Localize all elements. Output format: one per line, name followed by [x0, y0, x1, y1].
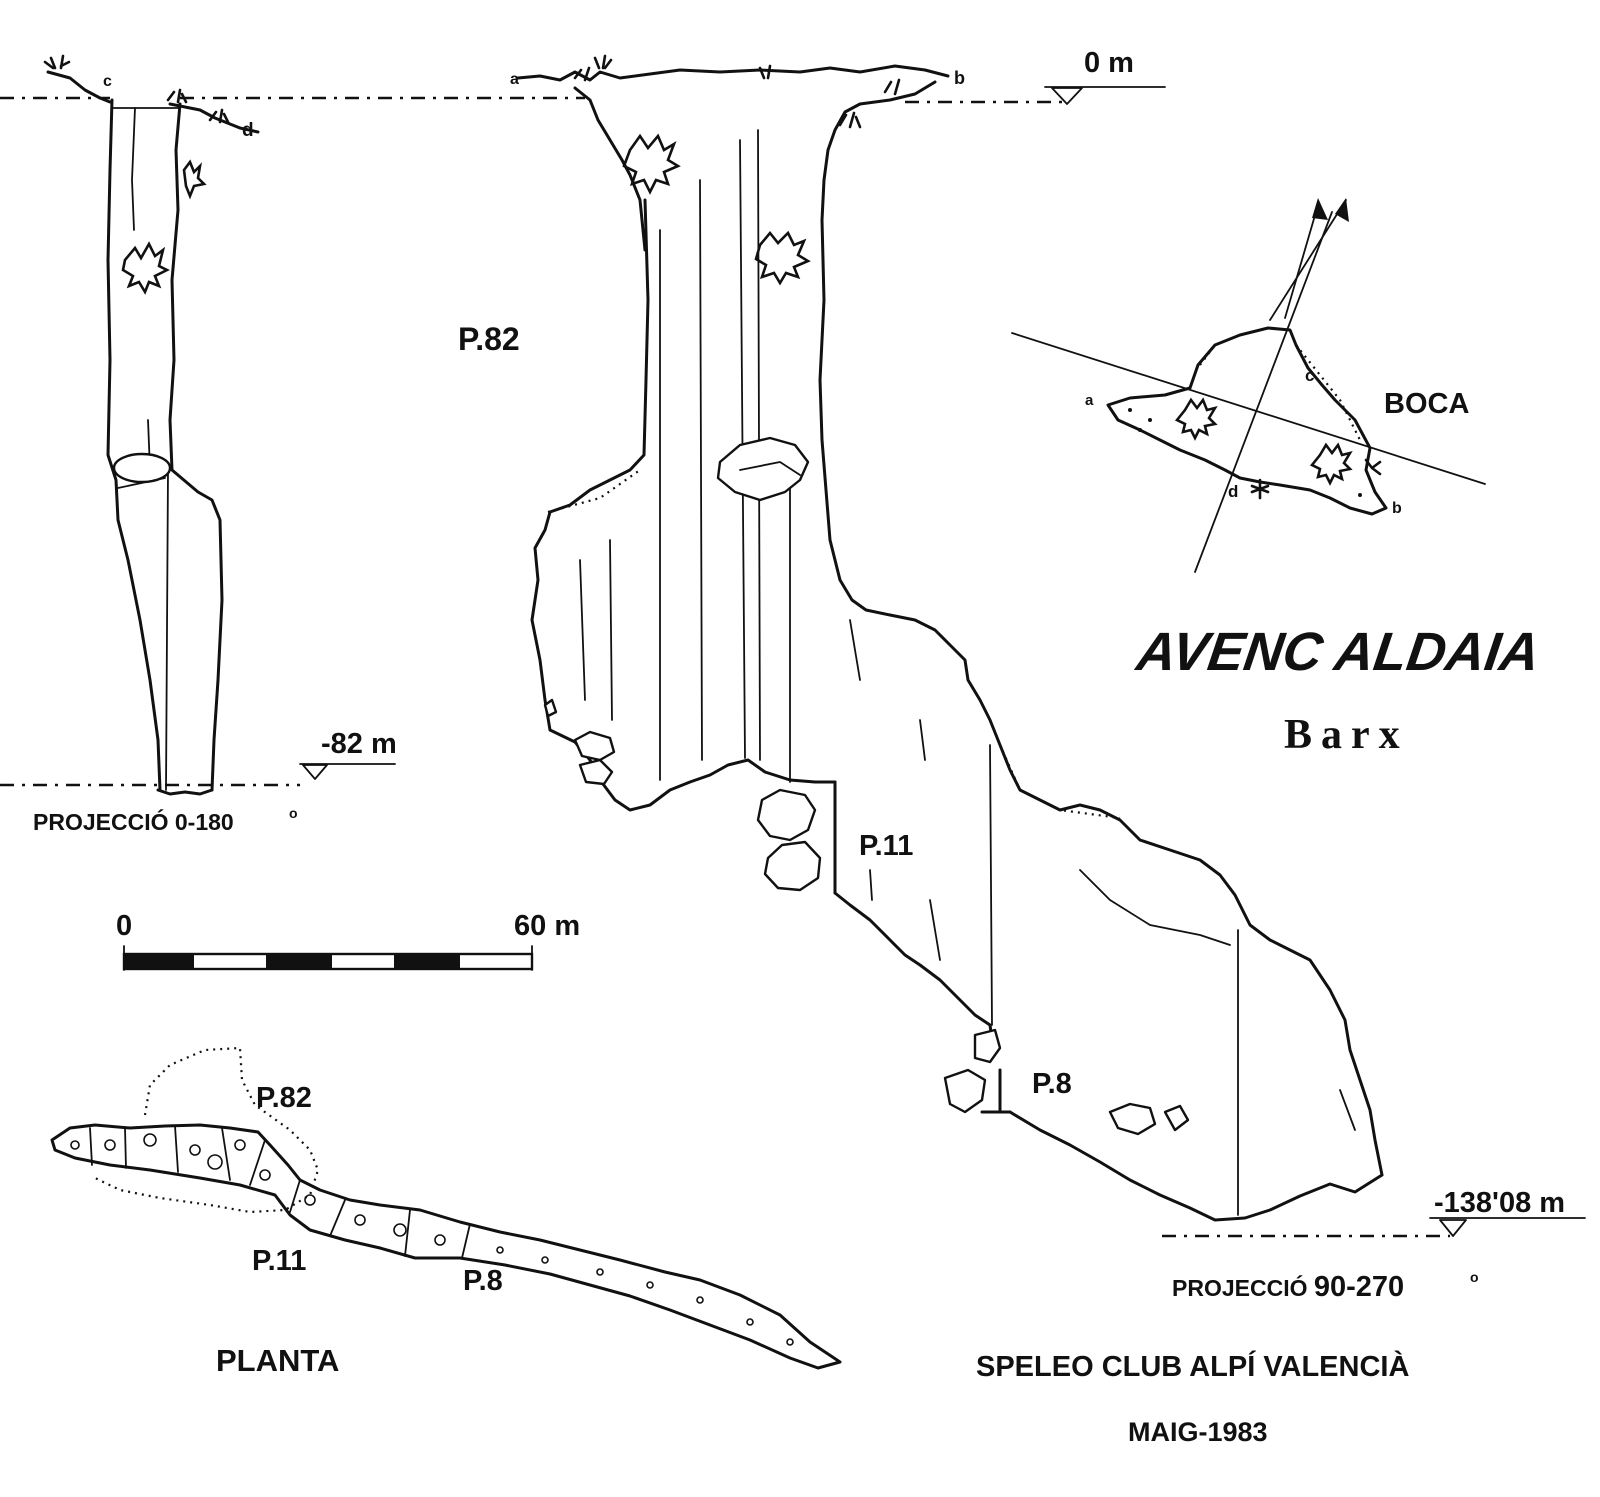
station-c-boca: c: [1305, 366, 1314, 385]
vegetation-icon: [573, 54, 901, 286]
station-b-section-b: b: [954, 68, 965, 88]
plan-label-p82: P.82: [256, 1082, 312, 1114]
depth-marker-138-icon: [1439, 1219, 1467, 1237]
vegetation-icon: [43, 54, 230, 295]
north-arrow-icon: [1335, 198, 1349, 222]
station-b-boca: b: [1392, 500, 1402, 517]
boca-label: BOCA: [1384, 388, 1469, 420]
scale-start-label: 0: [116, 910, 132, 942]
survey-date: MAIG-1983: [1128, 1417, 1268, 1447]
section-90-270: [516, 54, 1586, 1238]
plan-view: [50, 1046, 842, 1370]
section-0-180: [0, 54, 396, 796]
station-a-section-b: a: [510, 71, 519, 88]
datum-marker-0m-icon: [1051, 87, 1083, 105]
station-d-section-a: d: [242, 120, 254, 141]
plan-label-p8: P.8: [463, 1265, 503, 1297]
vegetation-icon: [1174, 397, 1382, 500]
plan-title: PLANTA: [216, 1343, 339, 1378]
station-d-boca: d: [1228, 482, 1238, 501]
surface-datum-lines: [0, 86, 1166, 105]
degree-symbol-b: o: [1470, 1269, 1479, 1285]
plan-label-p11: P.11: [252, 1245, 306, 1277]
station-c-section-a: c: [103, 73, 112, 90]
pitch-label-p8: P.8: [1032, 1068, 1072, 1100]
scale-end-label: 60 m: [514, 910, 580, 942]
pitch-label-p11: P.11: [859, 830, 913, 862]
projection-label-0-180: PROJECCIÓ 0-180: [33, 808, 234, 835]
rubble-pattern: [70, 1133, 794, 1346]
depth-label-138: -138'08 m: [1434, 1187, 1565, 1219]
cave-subtitle: Barx: [1284, 712, 1409, 758]
scale-bar: [122, 945, 534, 971]
north-arrow-icon: [1312, 198, 1328, 220]
depth-label-82: -82 m: [321, 728, 397, 760]
station-a-boca: a: [1085, 392, 1094, 409]
degree-symbol-a: o: [289, 805, 298, 821]
author-credit: SPELEO CLUB ALPÍ VALENCIÀ: [976, 1349, 1409, 1383]
cave-title: AVENC ALDAIA: [1131, 622, 1543, 682]
depth-marker-82-icon: [302, 764, 328, 780]
projection-label-90-270: PROJECCIÓ 90-270: [1172, 1271, 1404, 1303]
pitch-label-p82: P.82: [458, 321, 520, 357]
datum-label-0m: 0 m: [1084, 47, 1134, 79]
boca-entrance-plan: [1011, 198, 1486, 573]
